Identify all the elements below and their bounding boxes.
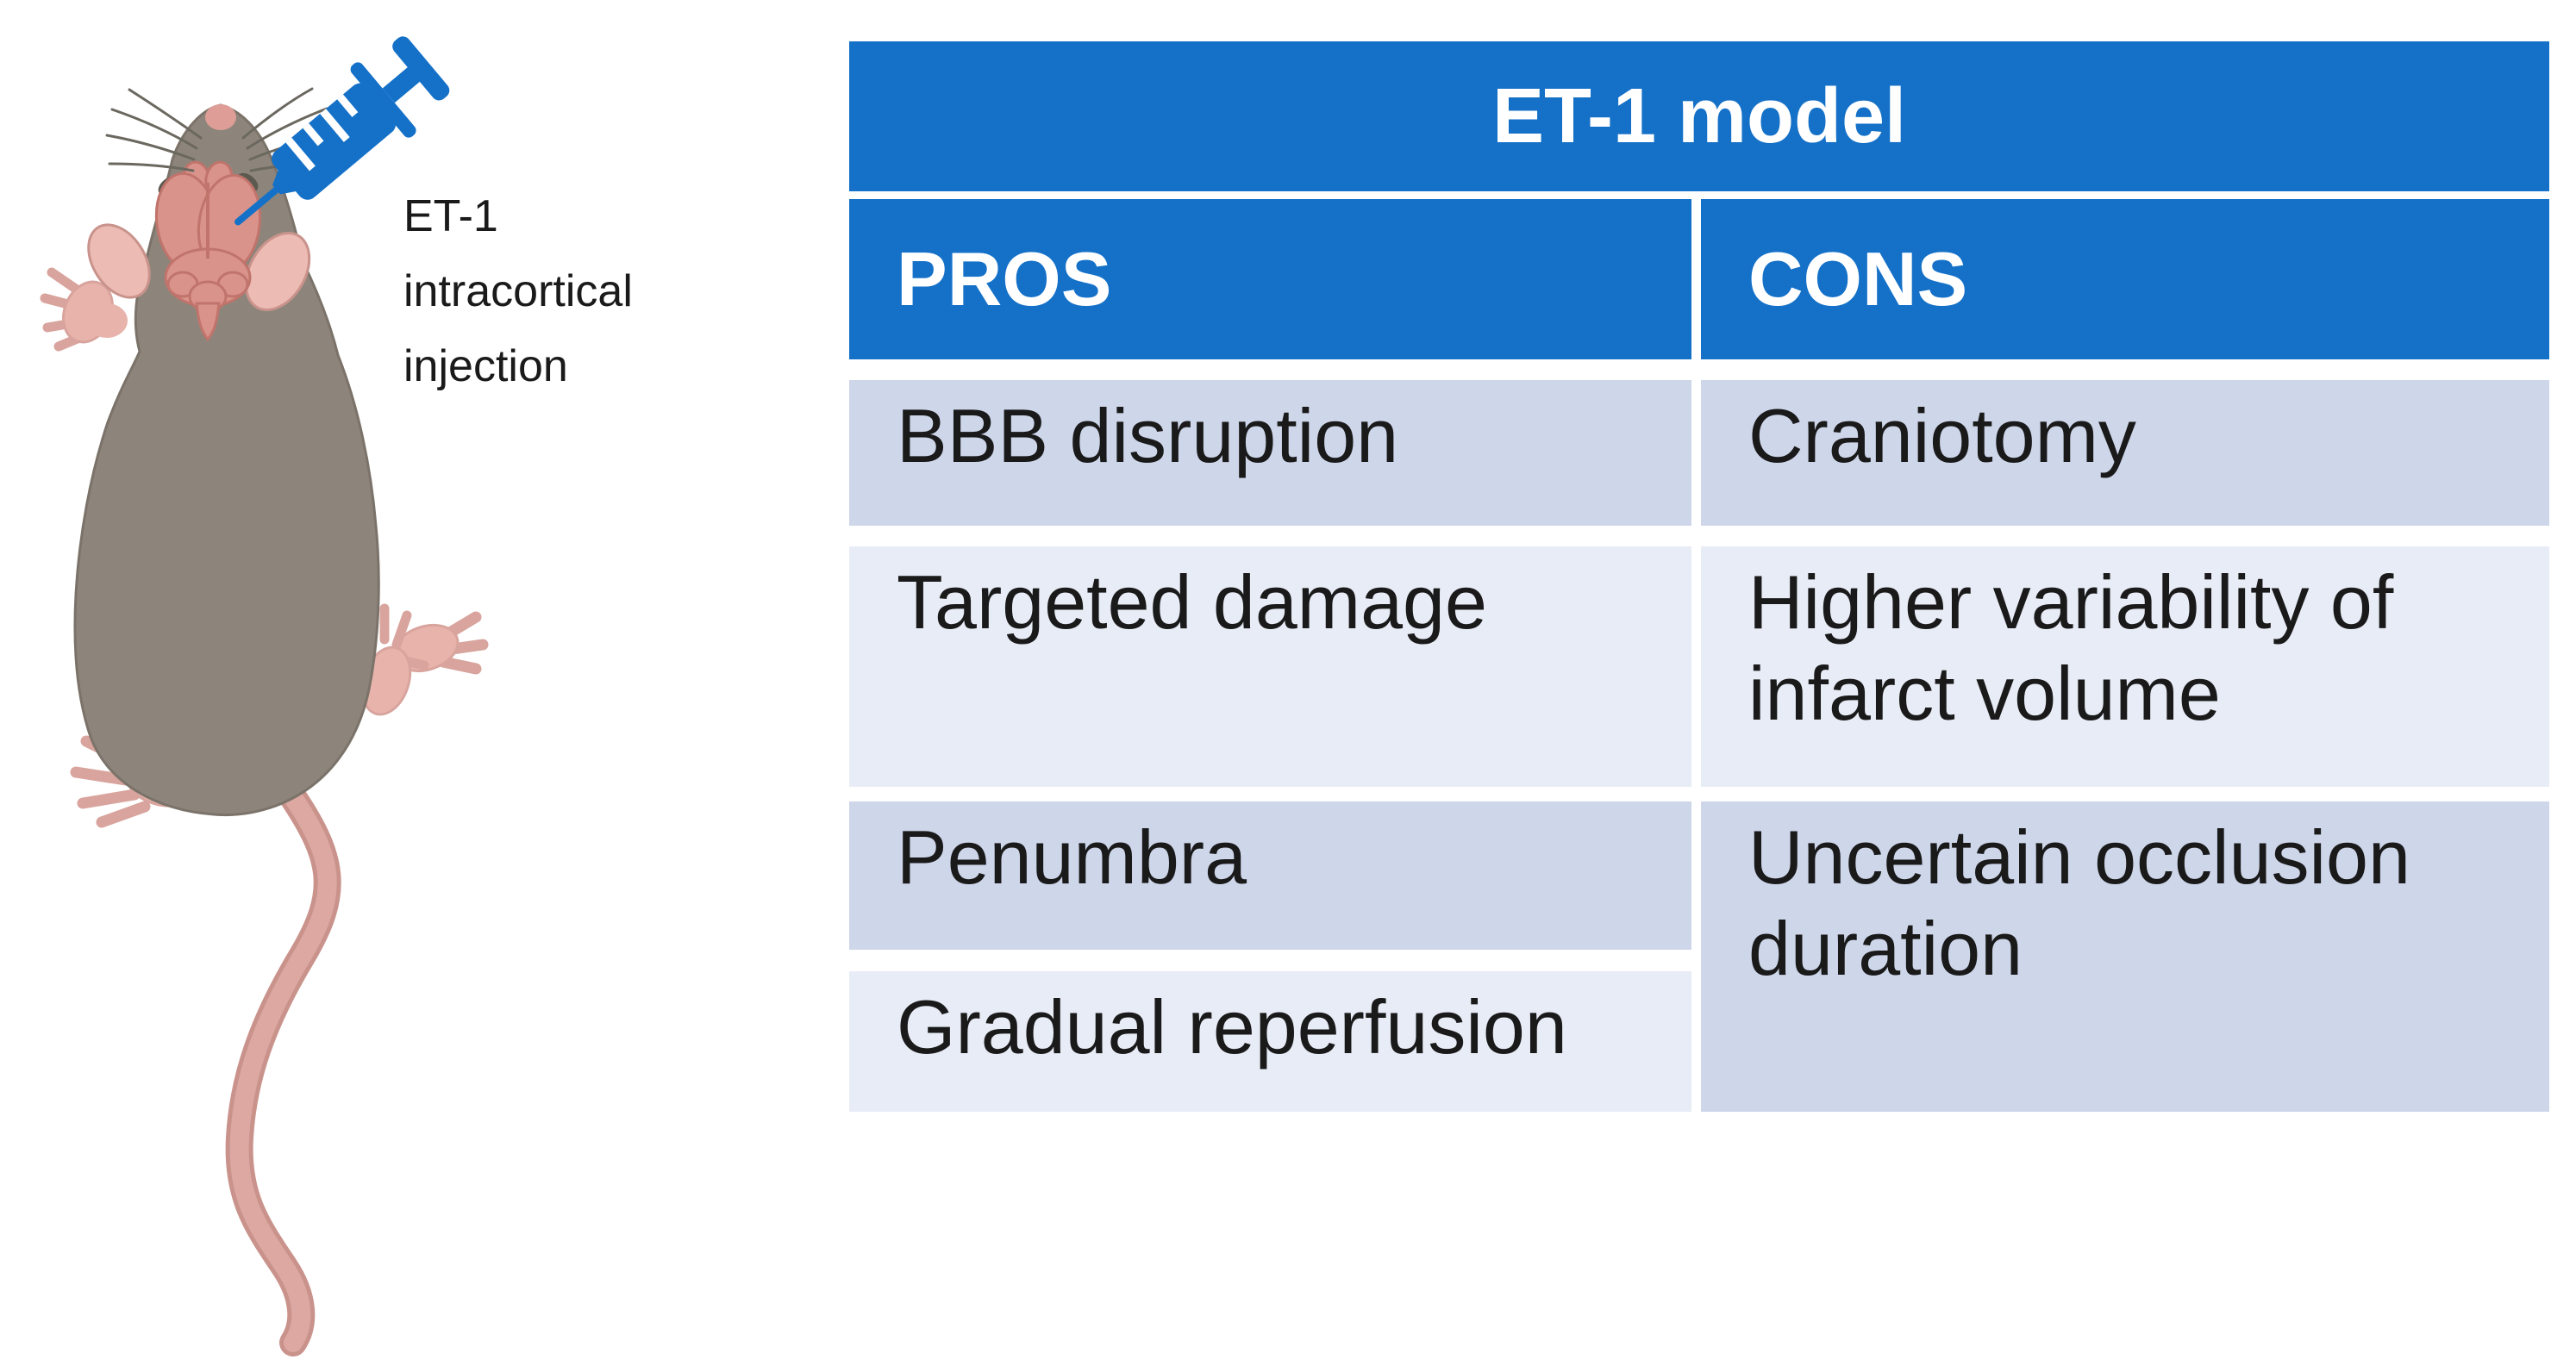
table-title: ET-1 model (849, 41, 2549, 191)
table-cell-pros-gradual-reperfusion: Gradual reperfusion (849, 971, 1691, 1112)
exposed-brain-icon (154, 160, 262, 342)
injection-caption: ET-1 intracortical injection (403, 191, 633, 391)
mouse-ears-icon (87, 223, 311, 312)
cons-column-header: CONS (1701, 199, 2549, 359)
table-cell-cons-craniotomy: Craniotomy (1701, 380, 2549, 526)
table-cell-pros-bbb-disruption: BBB disruption (849, 380, 1691, 526)
syringe-icon (234, 36, 450, 226)
mouse-illustration (40, 36, 489, 1356)
mouse-front-paws-icon (40, 267, 429, 716)
table-cell-pros-targeted-damage: Targeted damage (849, 546, 1691, 787)
mouse-tail-icon (225, 777, 341, 1356)
mouse-nose-icon (205, 104, 236, 130)
table-cell-cons-higher-variability: Higher variability of infarct volume (1701, 546, 2549, 787)
pros-column-header: PROS (849, 199, 1691, 359)
et1-model-table: ET-1 model PROS CONS BBB disruption Cran… (849, 41, 2549, 1112)
table-cell-cons-uncertain-occlusion: Uncertain occlusion duration (1701, 801, 2549, 1112)
table-cell-pros-penumbra: Penumbra (849, 801, 1691, 950)
